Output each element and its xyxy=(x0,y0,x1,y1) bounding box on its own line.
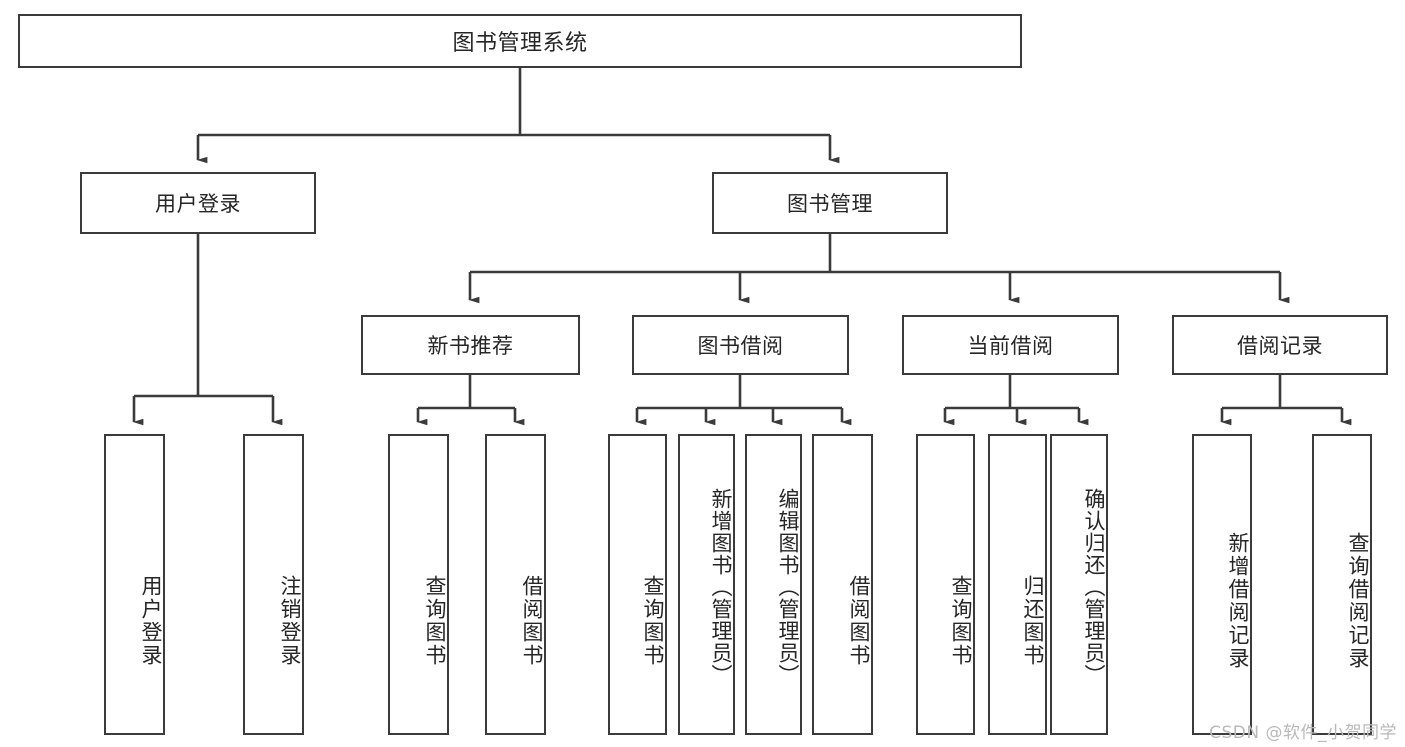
node-label: 借阅记录 xyxy=(1237,334,1323,358)
node-label: 新增图书（管理员） xyxy=(709,487,733,686)
leaf-add-record[interactable]: 新增借阅记录 xyxy=(1192,434,1252,735)
node-label: 图书借阅 xyxy=(697,334,784,358)
csdn-watermark: CSDN @软件_小贺同学 xyxy=(1209,723,1397,743)
node-label: 查询图书 xyxy=(423,574,447,667)
leaf-query-book-3[interactable]: 查询图书 xyxy=(916,434,975,735)
node-label: 图书管理 xyxy=(787,192,873,216)
node-current-borrow[interactable]: 当前借阅 xyxy=(902,315,1119,375)
leaf-query-book-1[interactable]: 查询图书 xyxy=(388,434,449,735)
node-label: 借阅图书 xyxy=(847,574,871,667)
leaf-logout[interactable]: 注销登录 xyxy=(243,434,304,735)
node-label: 当前借阅 xyxy=(967,334,1054,358)
node-label: 用户登录 xyxy=(155,192,241,216)
leaf-user-login[interactable]: 用户登录 xyxy=(104,434,165,735)
node-label: 借阅图书 xyxy=(520,574,544,667)
leaf-query-book-2[interactable]: 查询图书 xyxy=(608,434,667,735)
node-book-borrow[interactable]: 图书借阅 xyxy=(632,315,849,375)
leaf-borrow-book-1[interactable]: 借阅图书 xyxy=(485,434,546,735)
node-new-book-recommend[interactable]: 新书推荐 xyxy=(361,315,580,375)
leaf-return-book[interactable]: 归还图书 xyxy=(988,434,1047,735)
node-label: 查询借阅记录 xyxy=(1346,531,1370,670)
node-label: 编辑图书（管理员） xyxy=(776,487,800,686)
leaf-borrow-book-2[interactable]: 借阅图书 xyxy=(812,434,873,735)
node-label: 归还图书 xyxy=(1021,574,1045,667)
leaf-confirm-return[interactable]: 确认归还（管理员） xyxy=(1050,434,1108,735)
node-label: 图书管理系统 xyxy=(452,31,588,56)
node-label: 新增借阅记录 xyxy=(1226,531,1250,670)
node-borrow-record[interactable]: 借阅记录 xyxy=(1172,315,1388,375)
node-root-system[interactable]: 图书管理系统 xyxy=(18,14,1022,68)
node-user-login[interactable]: 用户登录 xyxy=(80,172,316,234)
leaf-add-book[interactable]: 新增图书（管理员） xyxy=(678,434,735,735)
node-label: 确认归还（管理员） xyxy=(1082,487,1106,686)
node-label: 查询图书 xyxy=(641,574,665,667)
node-label: 查询图书 xyxy=(949,574,973,667)
leaf-edit-book[interactable]: 编辑图书（管理员） xyxy=(745,434,802,735)
node-book-manage[interactable]: 图书管理 xyxy=(712,172,948,234)
node-label: 注销登录 xyxy=(278,574,302,667)
leaf-query-record[interactable]: 查询借阅记录 xyxy=(1312,434,1372,735)
node-label: 新书推荐 xyxy=(427,334,514,358)
node-label: 用户登录 xyxy=(139,574,163,667)
